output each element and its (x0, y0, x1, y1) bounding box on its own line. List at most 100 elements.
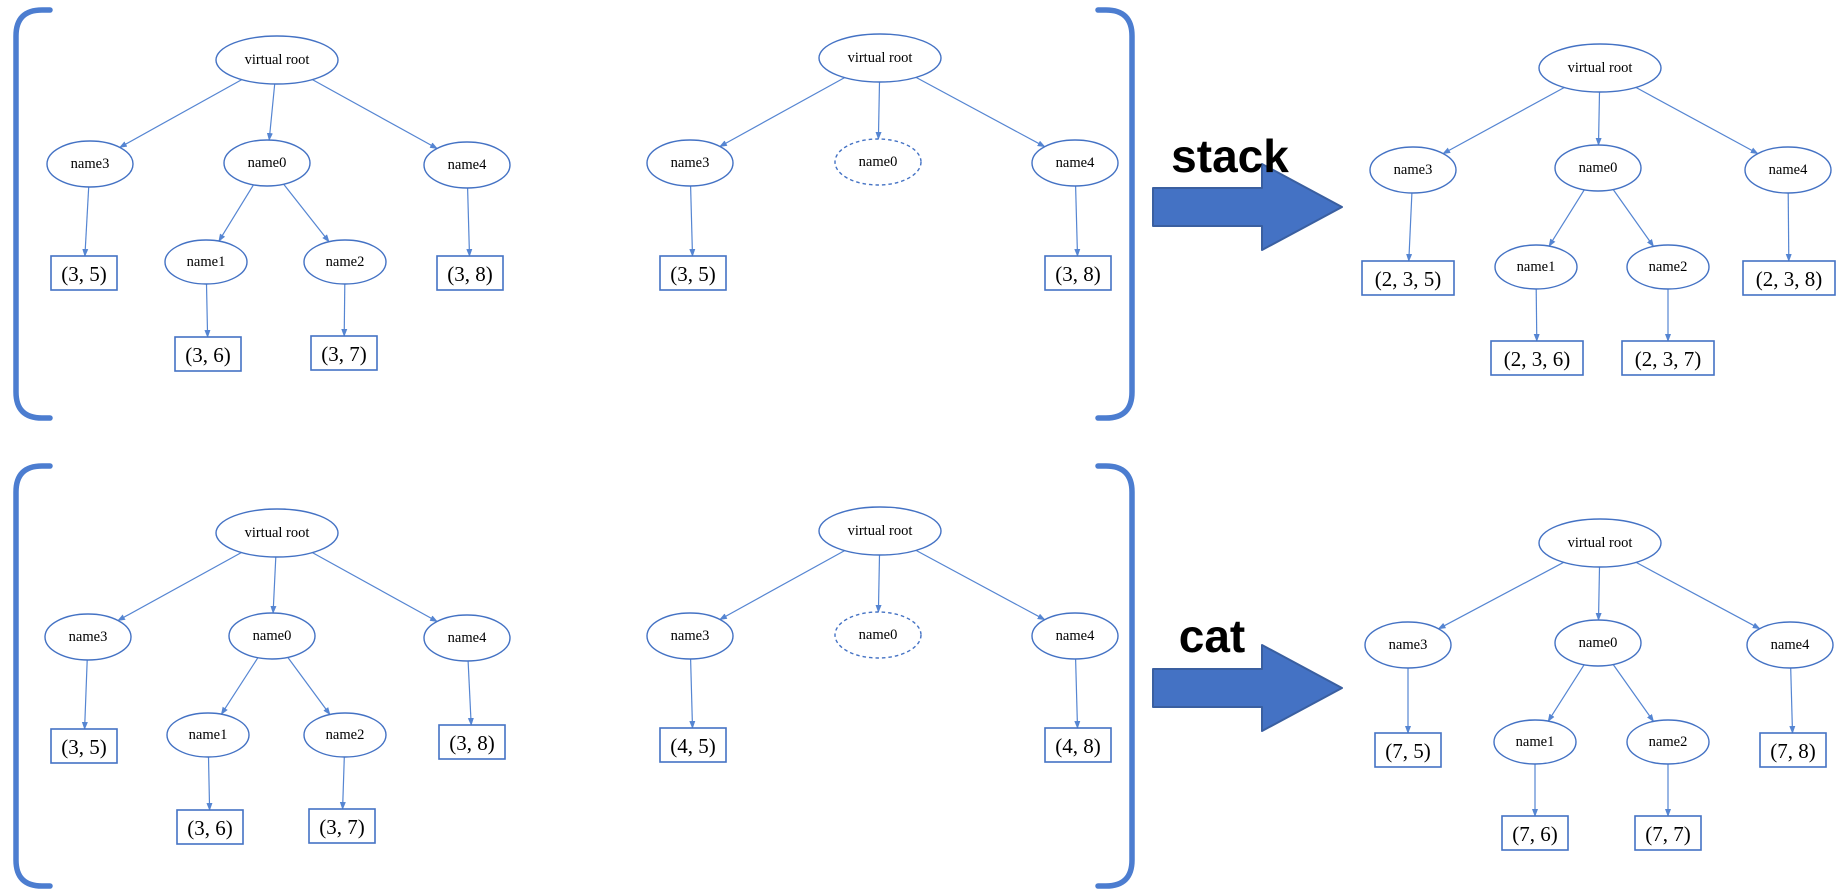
leaf-label-cat-result-L2: (7, 8) (1770, 739, 1816, 763)
tree-edge-vr-n4 (915, 76, 1046, 148)
node-label-stack-result-n3: name3 (1394, 162, 1433, 178)
tree-edge-vr-n3 (1442, 86, 1565, 155)
tree-edge-n4-L2 (1789, 667, 1796, 734)
tree-leaf-cat-input-1-L1 (50, 728, 118, 764)
node-label-stack-input-2-n4: name4 (1056, 155, 1095, 171)
tree-edge-vr-n4 (915, 549, 1046, 621)
tree-node-stack-input-1-n4 (423, 141, 511, 189)
tree-node-cat-result-n0 (1554, 619, 1642, 667)
tree-edge-n3-L1 (689, 185, 696, 257)
node-label-cat-input-1-n1: name1 (189, 727, 228, 743)
tree-edge-n3-L1 (1406, 192, 1413, 262)
tree-node-stack-input-1-vr (215, 35, 339, 85)
node-label-cat-result-n2: name2 (1649, 734, 1688, 750)
tree-leaf-stack-input-1-L4 (310, 335, 378, 371)
node-label-stack-result-n4: name4 (1769, 162, 1808, 178)
leaf-label-cat-input-1-L4: (3, 7) (319, 815, 365, 839)
tree-edge-vr-n0 (1595, 91, 1602, 146)
tree-node-stack-result-n1 (1494, 244, 1578, 290)
tree-edge-n0-n1 (1548, 189, 1585, 247)
node-label-stack-result-n0: name0 (1579, 160, 1618, 176)
leaf-label-cat-input-2-L1: (4, 5) (670, 734, 716, 758)
node-label-stack-input-2-vr: virtual root (848, 50, 913, 66)
tree-edge-n2-L4 (341, 283, 348, 337)
tree-node-cat-result-n3 (1364, 621, 1452, 669)
tree-edge-n3-L1 (82, 186, 90, 257)
operation-label-stack: stack (1171, 130, 1289, 182)
tree-node-stack-input-2-vr (818, 33, 942, 83)
tree-node-cat-input-1-n2 (303, 712, 387, 758)
node-label-stack-result-n2: name2 (1649, 259, 1688, 275)
node-label-stack-input-1-n0: name0 (248, 155, 287, 171)
node-label-cat-result-n1: name1 (1516, 734, 1555, 750)
leaf-label-stack-result-L2: (2, 3, 8) (1756, 267, 1823, 291)
tree-leaf-stack-result-L3 (1490, 340, 1584, 376)
tree-edge-n0-n1 (218, 184, 255, 242)
tree-leaf-cat-result-L1 (1374, 732, 1442, 768)
tree-edge-n4-L2 (1785, 192, 1792, 262)
tree-edge-vr-n3 (1437, 561, 1564, 630)
tree-node-stack-result-n4 (1744, 146, 1832, 194)
tree-edge-n3-L1 (689, 658, 696, 729)
tree-edge-n2-L4 (339, 756, 346, 810)
tree-edge-vr-n0 (1595, 566, 1602, 621)
node-label-cat-input-2-vr: virtual root (848, 523, 913, 539)
tree-edge-n0-n2 (283, 183, 330, 243)
tree-edge-vr-n0 (270, 556, 277, 614)
node-label-cat-input-1-n4: name4 (448, 630, 487, 646)
tree-edge-n1-L3 (206, 756, 213, 811)
tree-edge-n0-n2 (287, 657, 331, 716)
leaf-label-stack-input-2-L1: (3, 5) (670, 262, 716, 286)
tree-edge-vr-n3 (117, 551, 242, 622)
cat-arrow (1152, 644, 1343, 732)
tree-node-stack-input-2-n0 (834, 138, 922, 186)
tree-leaf-cat-input-1-L3 (176, 809, 244, 845)
leaf-label-stack-result-L4: (2, 3, 7) (1635, 347, 1702, 371)
node-label-cat-input-2-n3: name3 (671, 628, 710, 644)
tree-leaf-cat-input-1-L2 (438, 724, 506, 760)
node-label-cat-input-2-n4: name4 (1056, 628, 1095, 644)
node-label-cat-input-1-n0: name0 (253, 628, 292, 644)
node-label-stack-result-n1: name1 (1517, 259, 1556, 275)
tree-node-cat-input-1-vr (215, 508, 339, 558)
tree-node-cat-input-1-n4 (423, 614, 511, 662)
tree-edge-n3-L1 (81, 659, 88, 730)
node-label-stack-input-1-n4: name4 (448, 157, 487, 173)
leaf-label-stack-input-1-L3: (3, 6) (185, 343, 231, 367)
node-label-cat-input-1-vr: virtual root (245, 525, 310, 541)
node-label-stack-input-1-n3: name3 (71, 156, 110, 172)
tree-node-cat-result-n1 (1493, 719, 1577, 765)
tree-node-cat-input-2-n4 (1031, 612, 1119, 660)
leaf-label-stack-input-1-L2: (3, 8) (447, 262, 493, 286)
tree-node-stack-result-n2 (1626, 244, 1710, 290)
node-label-stack-input-2-n0: name0 (859, 154, 898, 170)
node-label-cat-result-n4: name4 (1771, 637, 1810, 653)
tree-node-cat-input-1-n3 (44, 613, 132, 661)
tree-edge-vr-n4 (312, 79, 438, 150)
operation-label-cat: cat (1179, 610, 1245, 662)
tree-edge-vr-n4 (312, 552, 438, 623)
leaf-label-cat-input-2-L2: (4, 8) (1055, 734, 1101, 758)
tree-edge-vr-n4 (1635, 561, 1761, 630)
tree-leaf-stack-result-L2 (1742, 260, 1836, 296)
leaf-label-stack-result-L3: (2, 3, 6) (1504, 347, 1571, 371)
tree-edge-vr-n3 (118, 79, 243, 148)
leaf-label-stack-input-1-L1: (3, 5) (61, 262, 107, 286)
tree-edge-n4-L2 (1074, 185, 1081, 257)
tree-edge-n0-n1 (220, 657, 259, 716)
leaf-label-cat-input-1-L3: (3, 6) (187, 816, 233, 840)
tree-node-cat-input-2-n0 (834, 611, 922, 659)
tree-leaf-stack-result-L1 (1361, 260, 1455, 296)
leaf-label-cat-input-1-L2: (3, 8) (449, 731, 495, 755)
tree-node-stack-result-n3 (1369, 146, 1457, 194)
tree-node-cat-result-n2 (1626, 719, 1710, 765)
matrix-bracket-left-bottom (13, 463, 53, 889)
tree-leaf-stack-input-2-L2 (1044, 255, 1112, 291)
